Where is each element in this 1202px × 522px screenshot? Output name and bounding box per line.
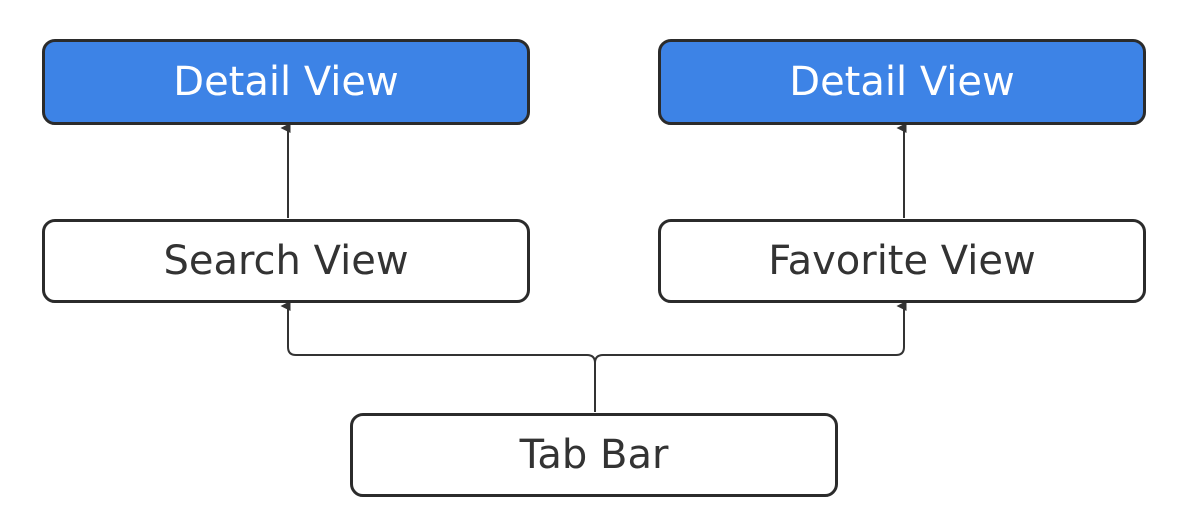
favorite-view-node: Favorite View [658, 219, 1146, 303]
favorite-view-label: Favorite View [768, 238, 1036, 284]
edge-tabbar-to-favorite [594, 301, 907, 412]
tab-bar-node: Tab Bar [350, 413, 838, 497]
detail-view-right-label: Detail View [789, 59, 1015, 105]
detail-view-left-label: Detail View [173, 59, 399, 105]
detail-view-node-right: Detail View [658, 39, 1146, 125]
tab-bar-label: Tab Bar [519, 432, 669, 478]
search-view-label: Search View [163, 238, 409, 284]
search-view-node: Search View [42, 219, 530, 303]
detail-view-node-left: Detail View [42, 39, 530, 125]
edge-tabbar-to-search [280, 301, 596, 412]
